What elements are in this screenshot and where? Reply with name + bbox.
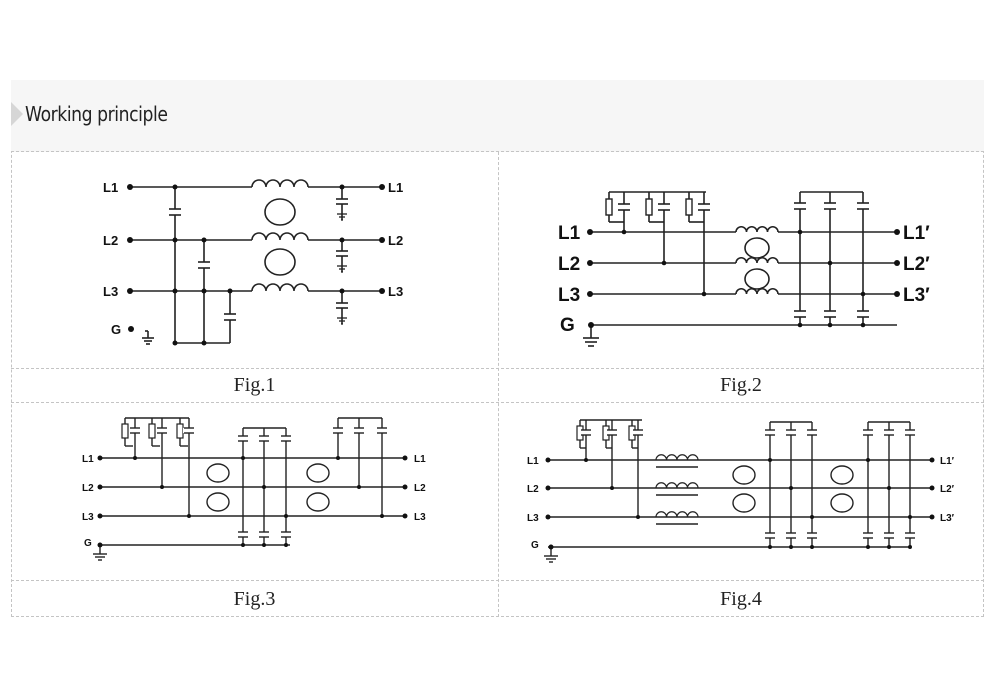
- fig3-label-in-2: L2: [82, 483, 94, 494]
- grid-divider: [11, 580, 984, 581]
- fig3-label-out-3: L3: [414, 512, 426, 523]
- fig1-label-in-g: G: [111, 322, 121, 337]
- fig2-label-in-3: L3: [558, 285, 580, 306]
- fig3-label-in-3: L3: [82, 512, 94, 523]
- figure-caption-4: Fig.4: [720, 588, 762, 610]
- fig2-label-out-3: L3′: [903, 285, 930, 306]
- fig4-label-out-1: L1′: [940, 456, 955, 467]
- fig1-label-in-1: L1: [103, 180, 118, 195]
- fig1-label-out-2: L2: [388, 233, 403, 248]
- figure-caption-2: Fig.2: [720, 374, 762, 396]
- figure-caption-3: Fig.3: [233, 588, 276, 610]
- fig4-label-in-2: L2: [527, 484, 539, 495]
- fig2-label-in-1: L1: [558, 223, 581, 244]
- fig4-label-out-3: L3′: [940, 513, 955, 524]
- fig2-label-out-2: L2′: [903, 254, 930, 275]
- fig3-label-in-1: L1: [82, 454, 94, 465]
- fig4-label-in-1: L1: [527, 456, 539, 467]
- section-title: Working principle: [25, 102, 168, 126]
- fig2-label-in-g: G: [560, 315, 575, 336]
- header-marker-icon: [11, 102, 23, 126]
- fig3-label-out-1: L1: [414, 454, 426, 465]
- fig1-label-out-1: L1: [388, 180, 403, 195]
- fig3-label-out-2: L2: [414, 483, 426, 494]
- grid-divider: [11, 368, 984, 369]
- fig2-label-out-1: L1′: [903, 223, 930, 244]
- fig4-label-in-g: G: [531, 540, 539, 551]
- fig4-label-out-2: L2′: [940, 484, 955, 495]
- grid-divider: [11, 402, 984, 403]
- fig1-label-in-3: L3: [103, 284, 118, 299]
- fig4-label-in-3: L3: [527, 513, 539, 524]
- fig3-label-in-g: G: [84, 538, 92, 549]
- fig2-label-in-2: L2: [558, 254, 580, 275]
- fig1-label-out-3: L3: [388, 284, 403, 299]
- section-header: Working principle: [11, 80, 984, 152]
- fig1-label-in-2: L2: [103, 233, 118, 248]
- grid-divider-vertical: [498, 152, 499, 617]
- figure-caption-1: Fig.1: [233, 374, 276, 396]
